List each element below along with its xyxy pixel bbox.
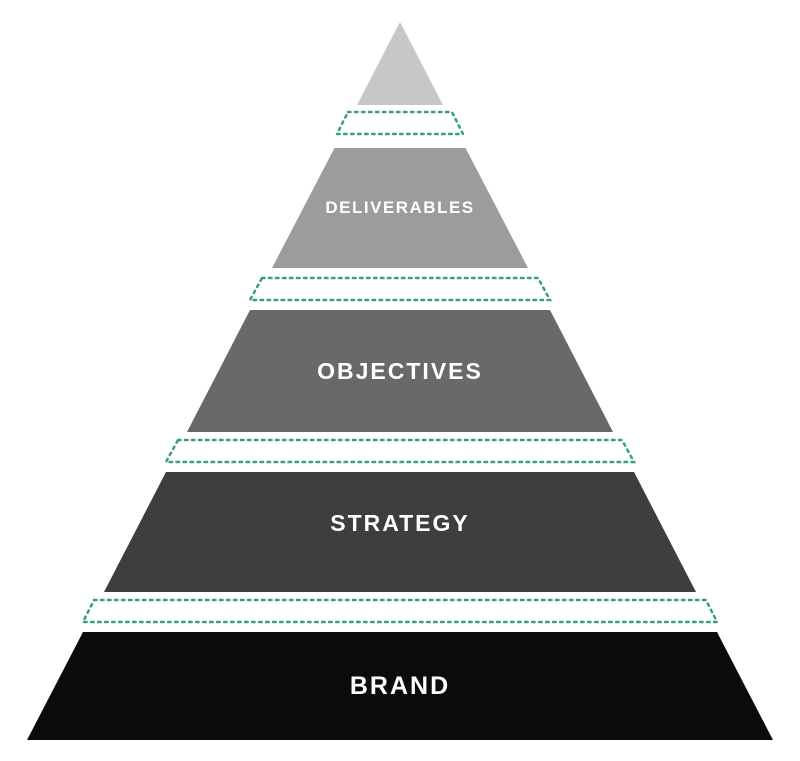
layer-label-brand: BRAND [350, 672, 450, 700]
pyramid-layer-apex [357, 22, 443, 105]
pyramid-layer-objectives [187, 310, 613, 432]
dotted-divider-2 [247, 276, 553, 302]
pyramid-layer-deliverables [272, 148, 528, 268]
pyramid-layer-strategy [104, 472, 696, 592]
layer-label-strategy: STRATEGY [330, 510, 470, 536]
layer-label-deliverables: DELIVERABLES [325, 198, 474, 217]
dotted-divider-3 [163, 438, 637, 464]
layer-label-objectives: OBJECTIVES [317, 358, 483, 384]
dotted-divider-1 [334, 110, 466, 136]
pyramid-layer-brand [27, 632, 773, 740]
dotted-divider-4 [80, 598, 720, 624]
